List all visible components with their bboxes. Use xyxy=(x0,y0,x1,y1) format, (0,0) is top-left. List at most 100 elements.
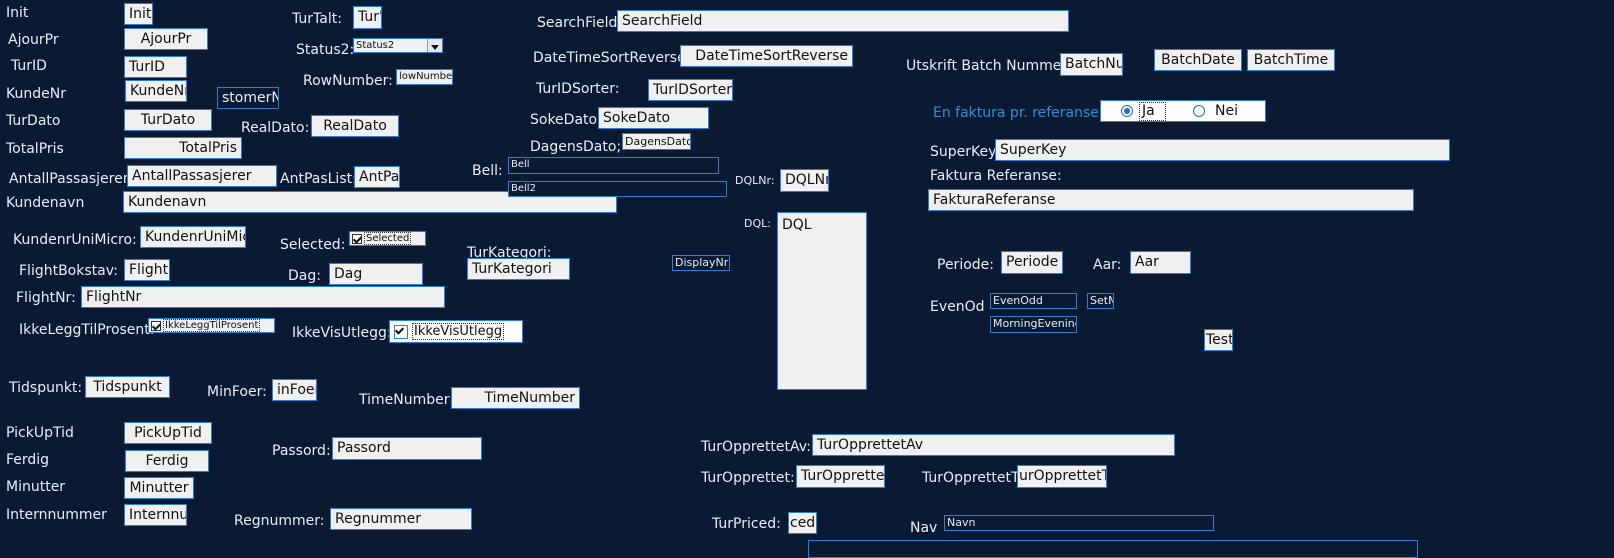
ferdig-field[interactable]: Ferdig xyxy=(125,450,209,472)
batchdate-field[interactable]: BatchDate xyxy=(1154,49,1242,71)
selected-checkbox[interactable]: Selected xyxy=(349,231,426,246)
customernr-field[interactable]: stomerNr xyxy=(217,87,279,109)
turkategori-field[interactable]: TurKategori xyxy=(467,258,570,280)
turtalt-label: TurTalt: xyxy=(292,11,342,27)
batchtime-field[interactable]: BatchTime xyxy=(1247,49,1335,71)
ajourpr-label: AjourPr xyxy=(8,32,59,48)
sokedato-label: SokeDato: xyxy=(530,112,602,128)
minutter-field[interactable]: Minutter xyxy=(124,477,194,499)
antpaslist-label: AntPasList: xyxy=(280,171,357,187)
internnummer-field[interactable]: Internnur xyxy=(124,504,187,526)
batchnummer-field[interactable]: BatchNur xyxy=(1060,53,1123,76)
bell-field[interactable]: Bell xyxy=(508,157,719,174)
turopprettet-field[interactable]: TurOpprettet xyxy=(796,465,885,488)
minfoer-field[interactable]: inFoer xyxy=(272,379,317,401)
turopprettettid-label: TurOpprettetTid xyxy=(922,470,1032,486)
nav-label: Nav xyxy=(910,520,938,536)
flightbokstav-field[interactable]: FlightB xyxy=(124,259,170,281)
realdato-label: RealDato: xyxy=(241,120,310,136)
rownumber-label: RowNumber: xyxy=(303,73,393,89)
checkbox-checked-icon xyxy=(394,324,408,339)
turopprettettid-field[interactable]: urOpprettetTi xyxy=(1017,465,1107,488)
turid-label: TurID xyxy=(11,58,47,74)
antpaslist-field[interactable]: AntPas xyxy=(354,166,400,188)
ferdig-label: Ferdig xyxy=(6,452,50,468)
turid-field[interactable]: TurID xyxy=(124,56,187,78)
tidspunkt-field[interactable]: Tidspunkt xyxy=(85,376,170,398)
radio-ja-selected-icon[interactable] xyxy=(1121,105,1133,117)
kundenavn-label: Kundenavn xyxy=(6,195,85,211)
pickuptid-label: PickUpTid xyxy=(6,425,74,441)
dagensdato-label: DagensDato; xyxy=(530,139,622,155)
periode-field[interactable]: Periode xyxy=(1001,251,1063,274)
ikkeleggtilprosent-label: IkkeLeggTilProsent: xyxy=(19,322,155,338)
timenumber-field[interactable]: TimeNumber xyxy=(451,387,580,409)
nav-field[interactable]: Navn xyxy=(944,515,1214,531)
antallpassasjerer-label: AntallPassasjerer: xyxy=(9,171,133,187)
kundenrunimicro-field[interactable]: KundenrUniMicro xyxy=(140,226,246,248)
superkey-label: SuperKey: xyxy=(930,144,1001,160)
pickuptid-field[interactable]: PickUpTid xyxy=(124,422,212,444)
sokedato-field[interactable]: SokeDato xyxy=(598,107,709,129)
init-label: Init xyxy=(6,5,29,21)
dag-field[interactable]: Dag xyxy=(329,263,423,285)
ikkevisutlegg-checkbox[interactable]: IkkeVisUtlegg xyxy=(389,320,523,343)
totalpris-label: TotalPris xyxy=(6,141,64,157)
evenodd-field[interactable]: EvenOdd xyxy=(990,293,1077,309)
fakturareferanse-field[interactable]: FakturaReferanse xyxy=(928,189,1414,211)
kundenr-field[interactable]: KundeNr xyxy=(125,80,187,102)
kundenrunimicro-label: KundenrUniMicro: xyxy=(13,232,137,248)
turopprettetav-field[interactable]: TurOpprettetAv xyxy=(812,434,1175,456)
turdato-field[interactable]: TurDato xyxy=(124,109,212,131)
passord-label: Passord: xyxy=(272,443,331,459)
init-field[interactable]: Init xyxy=(124,3,153,25)
datetimesortreverse-field[interactable]: DateTimeSortReverse xyxy=(680,45,853,67)
searchfield-input[interactable]: SearchField xyxy=(617,10,1069,32)
superkey-field[interactable]: SuperKey xyxy=(995,139,1450,161)
status2-dropdown[interactable]: Status2 xyxy=(353,38,443,53)
faktura-radio-group[interactable]: Ja Nei xyxy=(1100,100,1266,122)
dqlnr-field[interactable]: DQLNr xyxy=(780,169,829,192)
turdato-label: TurDato xyxy=(6,113,61,129)
datetimesortreverse-label: DateTimeSortReverse: xyxy=(533,50,691,66)
rownumber-field[interactable]: lowNumber xyxy=(396,69,453,85)
chevron-down-icon[interactable] xyxy=(427,39,442,52)
turpriced-field[interactable]: ced xyxy=(788,512,817,534)
dqlnr-label: DQLNr: xyxy=(735,174,775,187)
regnummer-field[interactable]: Regnummer xyxy=(330,508,472,530)
totalpris-field[interactable]: TotalPris xyxy=(124,137,242,159)
ajourpr-field[interactable]: AjourPr xyxy=(124,28,208,50)
turidsorter-field[interactable]: TurIDSorter xyxy=(648,79,733,101)
morningevening-field[interactable]: MorningEvening xyxy=(990,316,1077,333)
bottom-panel xyxy=(808,540,1418,558)
antallpassasjerer-field[interactable]: AntallPassasjerer xyxy=(127,165,277,187)
dql-textarea[interactable]: DQL xyxy=(777,212,867,390)
test-field[interactable]: Test xyxy=(1204,329,1233,351)
checkbox-checked-icon xyxy=(151,320,161,331)
evenod-label: EvenOd xyxy=(930,299,985,315)
status2-label: Status2: xyxy=(296,42,355,58)
passord-field[interactable]: Passord xyxy=(332,437,482,460)
turopprettet-label: TurOpprettet: xyxy=(701,470,795,486)
radio-ja-label[interactable]: Ja xyxy=(1139,102,1166,121)
kundenavn-field[interactable]: Kundenavn xyxy=(123,191,617,213)
flightnr-label: FlightNr: xyxy=(16,290,76,306)
fakturareferanse-label: Faktura Referanse: xyxy=(930,168,1062,184)
periode-label: Periode: xyxy=(937,257,994,273)
dagensdato-field[interactable]: DagensDato xyxy=(622,133,691,150)
tidspunkt-label: Tidspunkt: xyxy=(9,380,83,396)
turtalt-field[interactable]: Tur' xyxy=(353,6,382,29)
aar-label: Aar: xyxy=(1093,257,1122,273)
realdato-field[interactable]: RealDato xyxy=(311,115,399,137)
bell2-field[interactable]: Bell2 xyxy=(508,181,727,197)
flightbokstav-label: FlightBokstav: xyxy=(19,263,118,279)
displaynr-field[interactable]: DisplayNr xyxy=(672,255,730,271)
timenumber-label: TimeNumber: xyxy=(359,392,454,408)
flightnr-field[interactable]: FlightNr xyxy=(81,286,445,308)
aar-field[interactable]: Aar xyxy=(1130,251,1191,274)
radio-nei-icon[interactable] xyxy=(1193,105,1205,117)
ikkeleggtilprosent-checkbox[interactable]: IkkeLeggTilProsent xyxy=(148,318,275,333)
checkbox-checked-icon xyxy=(352,233,362,244)
radio-nei-label[interactable]: Nei xyxy=(1215,103,1238,119)
